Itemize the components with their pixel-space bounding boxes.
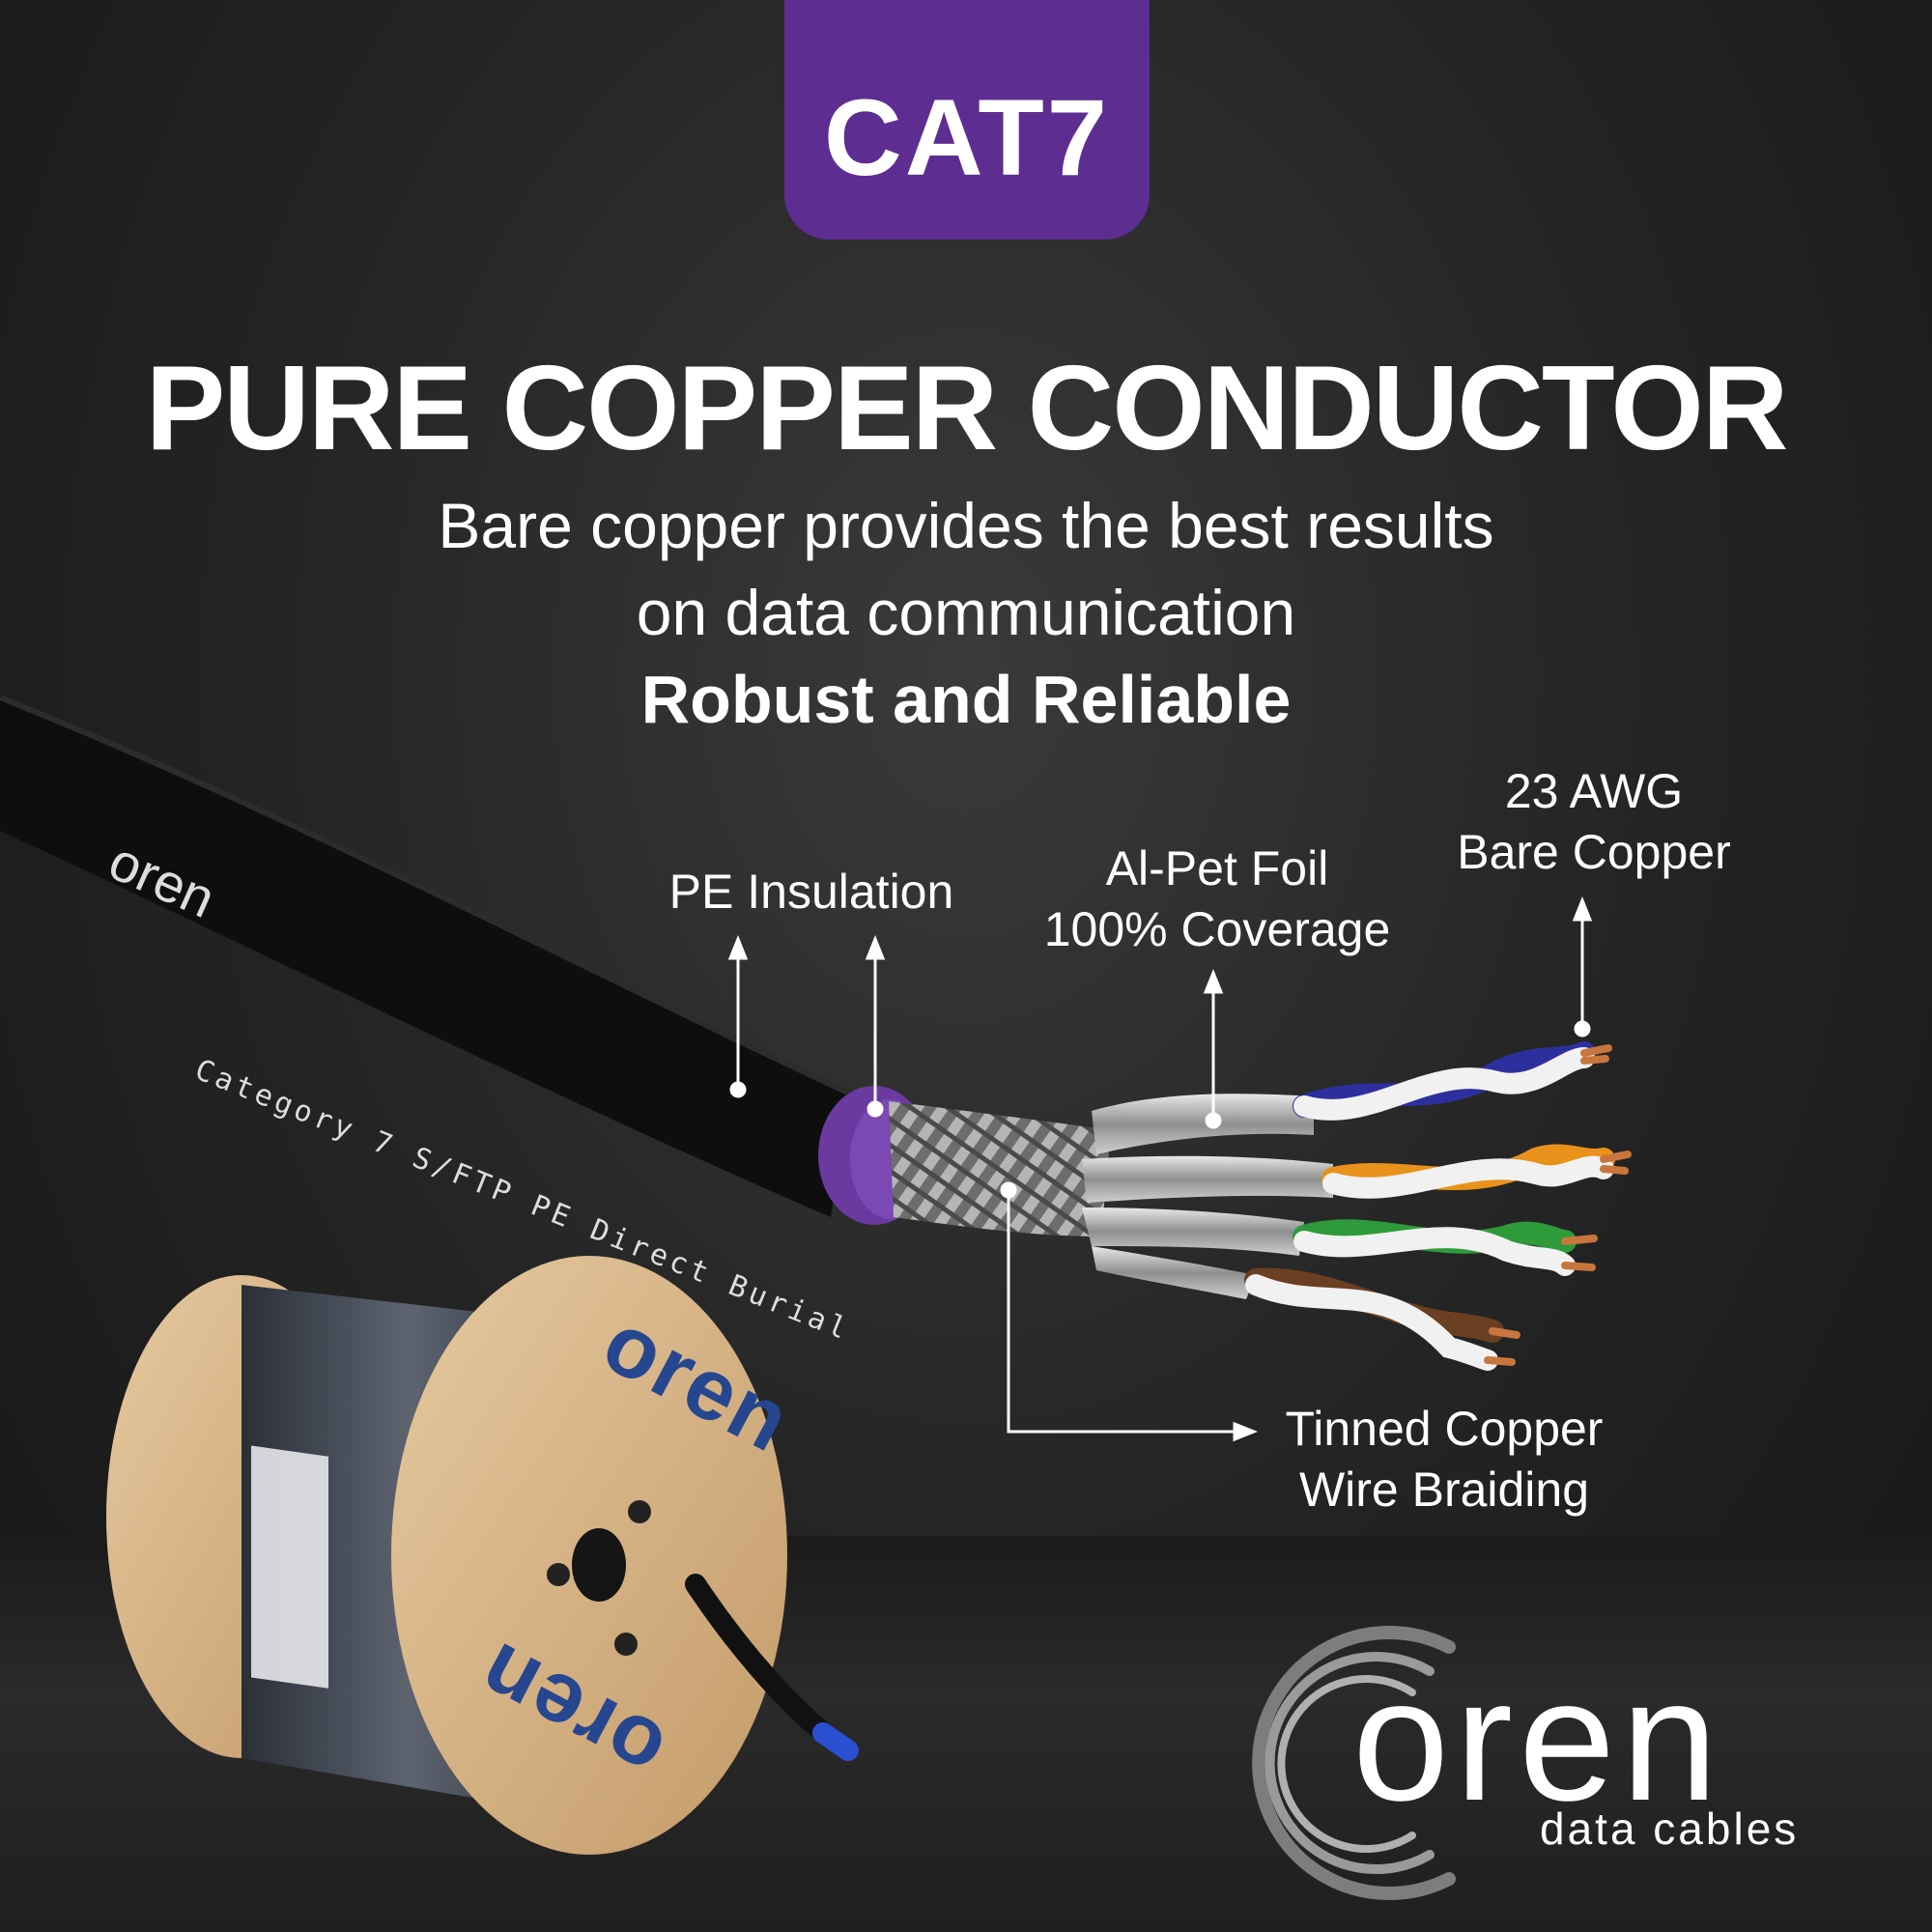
callout-braid: Tinned Copper Wire Braiding [1256,1399,1633,1520]
callout-braid-line-1: Tinned Copper [1285,1402,1604,1456]
twisted-pair-green [1293,1219,1598,1276]
callout-awg-line-1: 23 AWG [1504,764,1684,818]
brand-tagline: data cables [1540,1804,1800,1854]
brand-logo-mark [1252,1626,1456,1900]
category-badge-text: CAT7 [823,76,1111,198]
twisted-pair-blue [1293,1041,1612,1121]
brand-name: oren [1352,1643,1724,1837]
category-badge: CAT7 [784,0,1150,240]
twisted-pair-orange [1321,1144,1632,1199]
callout-pe-insulation-text: PE Insulation [668,865,954,919]
callout-lines [727,895,1593,1442]
headline: PURE COPPER CONDUCTOR [145,342,1789,475]
callout-pe-insulation: PE Insulation [618,862,1005,923]
tinned-copper-braid [889,1101,1111,1236]
cable-spool [106,1256,859,1855]
callout-awg: 23 AWG Bare Copper [1410,761,1777,883]
callout-braid-line-2: Wire Braiding [1298,1463,1590,1517]
callout-awg-line-2: Bare Copper [1457,825,1731,879]
al-pet-foil [1092,1094,1314,1154]
subtitle-line-2: on data communication [636,577,1296,648]
callout-foil-line-2: 100% Coverage [1043,902,1391,956]
callout-foil-line-1: Al-Pet Foil [1105,841,1329,895]
subtitle-line-3: Robust and Reliable [640,662,1292,737]
subtitle-line-1: Bare copper provides the best results [438,490,1494,561]
cable-jacket [0,696,850,1217]
callout-foil: Al-Pet Foil 100% Coverage [1005,838,1430,960]
twisted-pair-brown [1244,1267,1520,1371]
